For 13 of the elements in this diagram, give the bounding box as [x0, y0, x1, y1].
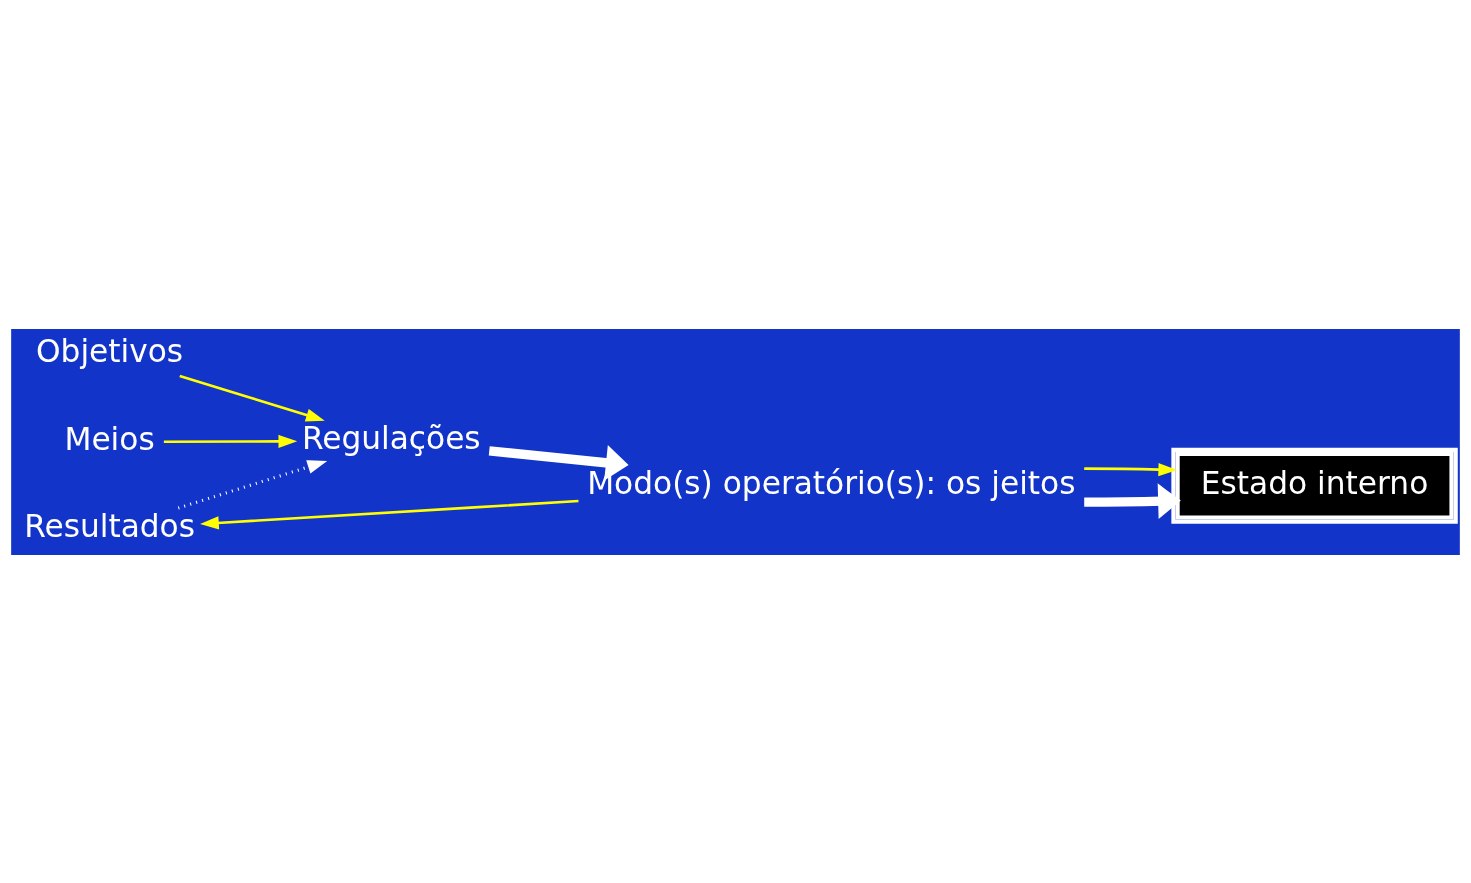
node-text: Objetivos [36, 332, 184, 369]
arrow [1084, 462, 1178, 476]
node-text: Regulações [301, 419, 481, 456]
node-text: Modo(s) operatório(s): os jeitos [587, 464, 1076, 501]
arrow [177, 459, 328, 510]
node-box: Estado interno [1171, 447, 1458, 524]
arrow [163, 434, 298, 448]
arrow [179, 374, 325, 421]
arrow [200, 499, 579, 529]
arrow [1084, 482, 1181, 519]
node-text: Resultados [24, 507, 195, 544]
node-text: Meios [64, 420, 155, 457]
arrow [488, 444, 629, 481]
